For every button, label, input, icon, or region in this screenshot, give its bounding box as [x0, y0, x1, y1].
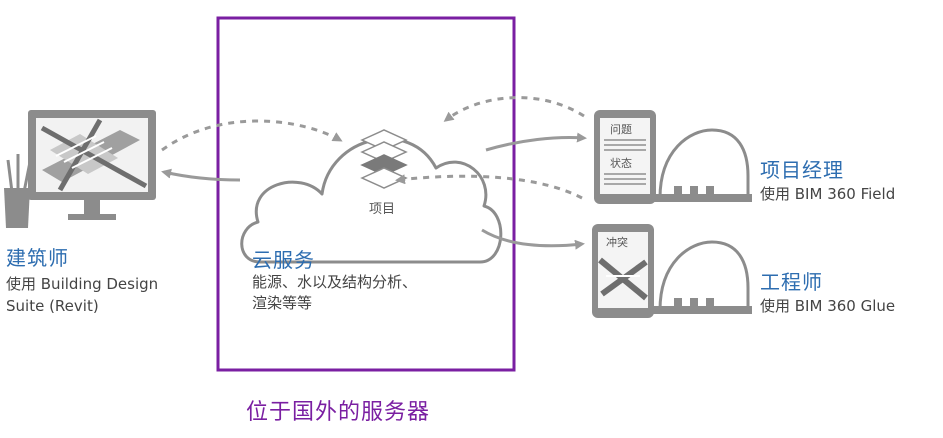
project-manager-title: 项目经理 — [760, 158, 844, 182]
pencil-cup-icon — [4, 154, 32, 228]
tablet-status-label: 状态 — [610, 157, 632, 170]
project-manager-subtitle: 使用 BIM 360 Field — [760, 185, 896, 203]
cloud-service-desc-line2: 渲染等等 — [252, 294, 313, 312]
tablet-issues-icon — [594, 110, 656, 204]
tablet-clash-icon — [592, 224, 654, 318]
cloud-service-desc-line1: 能源、水以及结构分析、 — [252, 273, 418, 291]
engineer-subtitle: 使用 BIM 360 Glue — [760, 297, 896, 315]
project-label: 项目 — [369, 202, 396, 217]
engineer-title: 工程师 — [760, 270, 823, 294]
architect-title: 建筑师 — [6, 246, 69, 270]
arrow-engineer-to-cloud — [395, 174, 583, 200]
arrow-cloud-to-engineer — [481, 228, 585, 250]
hard-hat-icon — [650, 240, 752, 314]
arrow-manager-to-cloud — [443, 96, 585, 122]
project-layers-icon — [360, 129, 408, 189]
cloud-service-title: 云服务 — [252, 248, 315, 272]
tablet-issues-label: 问题 — [610, 123, 632, 136]
arrow-cloud-to-architect — [161, 168, 241, 182]
arrow-cloud-to-manager — [485, 132, 587, 152]
overseas-server-caption: 位于国外的服务器 — [246, 400, 431, 425]
desktop-monitor-icon — [28, 110, 156, 220]
hard-hat-icon — [650, 128, 752, 202]
architect-subtitle-line2: Suite (Revit) — [6, 297, 99, 315]
arrow-architect-to-cloud — [161, 119, 343, 152]
overseas-server-highlight-box — [216, 16, 516, 372]
architect-subtitle-line1: 使用 Building Design — [6, 275, 159, 293]
tablet-clash-label: 冲突 — [606, 236, 628, 249]
